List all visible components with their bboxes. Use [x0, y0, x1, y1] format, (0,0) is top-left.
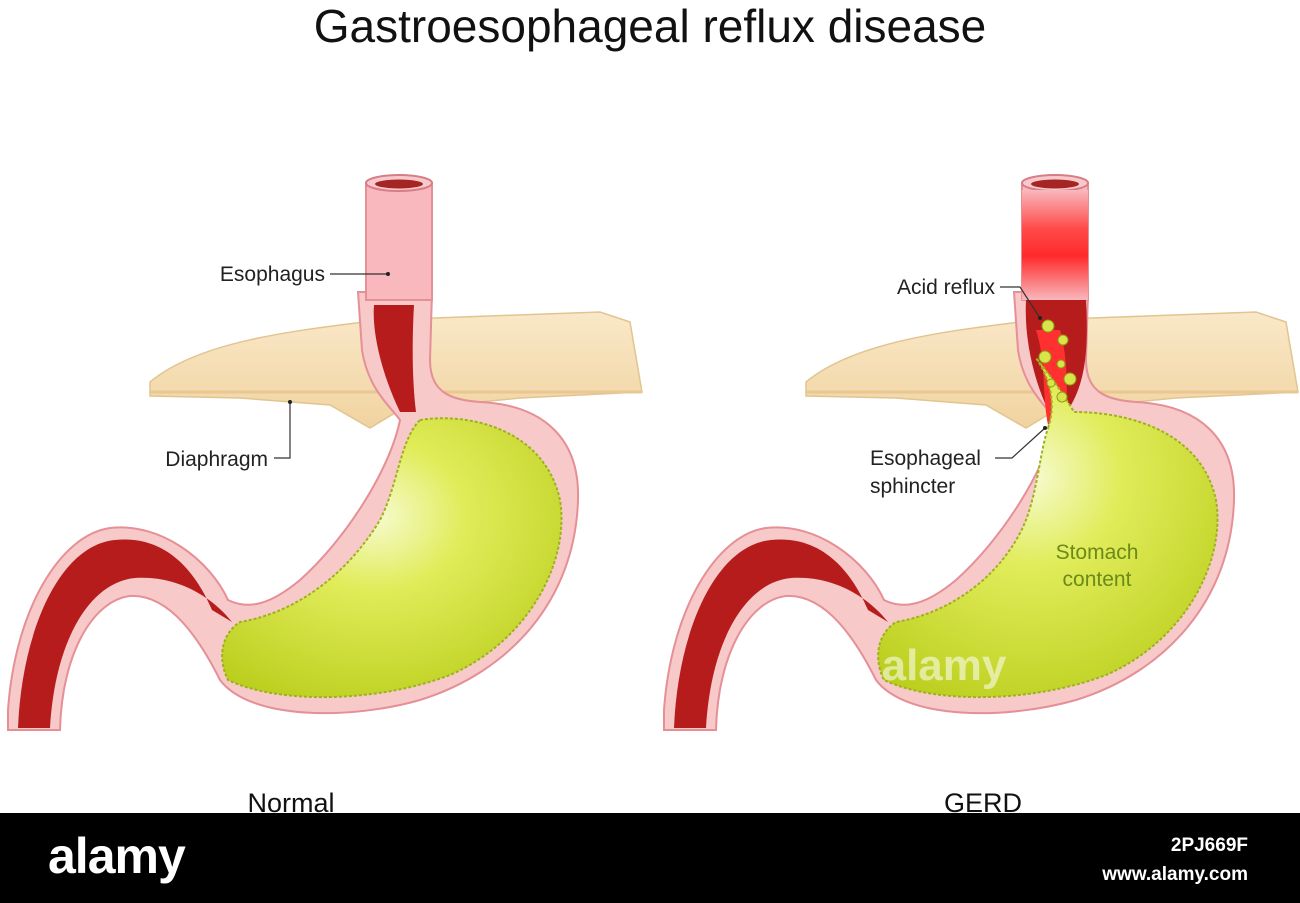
sphincter-leader-dot	[1043, 426, 1047, 430]
diaphragm-leader	[274, 402, 291, 459]
stomach-content-label-line2: content	[1063, 568, 1132, 591]
footer-image-info: 2PJ669F www.alamy.com	[1102, 831, 1248, 889]
footer-site: www.alamy.com	[1102, 864, 1248, 885]
acid-reflux-leader	[1000, 286, 1041, 319]
sphincter-label-line2: sphincter	[870, 475, 955, 498]
caption-normal: Normal	[247, 788, 334, 813]
stomach-content-label-line1: Stomach	[1056, 541, 1139, 564]
sphincter-label-line1: Esophageal	[870, 447, 981, 470]
footer-logo: alamy	[48, 828, 186, 884]
esophagus-muscle	[373, 305, 416, 412]
diaphragm-label: Diaphragm	[165, 448, 268, 471]
esophagus-acid-glow	[1022, 190, 1088, 300]
page-title: Gastroesophageal reflux disease	[314, 0, 987, 52]
esophagus-leader-dot	[386, 272, 390, 276]
stomach-content	[221, 417, 563, 699]
gerd-stomach	[662, 173, 1300, 732]
footer-bar: alamy 2PJ669F www.alamy.com	[0, 813, 1300, 903]
footer-image-id: 2PJ669F	[1170, 835, 1248, 856]
caption-gerd: GERD	[944, 788, 1022, 813]
esophagus-label: Esophagus	[220, 263, 325, 286]
normal-stomach	[6, 173, 644, 732]
acid-reflux-leader-dot	[1038, 316, 1042, 320]
sphincter-leader	[995, 427, 1046, 459]
watermark: alamy	[882, 641, 1007, 690]
diaphragm-leader-dot	[288, 400, 292, 404]
acid-reflux-label: Acid reflux	[897, 276, 996, 299]
acid-droplets	[1038, 319, 1077, 403]
gerd-diagram: Gastroesophageal reflux disease Esophagu…	[6, 0, 1300, 813]
